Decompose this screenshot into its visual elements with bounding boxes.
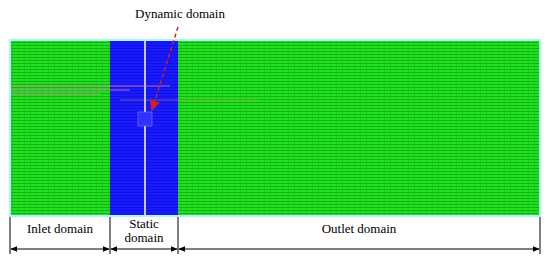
domain-label: Static domain xyxy=(112,217,176,245)
pointer-arrow xyxy=(152,27,178,110)
domain-border xyxy=(9,39,541,217)
dynamic-mesh xyxy=(138,112,152,126)
inlet-mesh xyxy=(11,41,110,215)
interface-line xyxy=(144,41,146,215)
refined-lines xyxy=(11,86,260,100)
domain-label: Outlet domain xyxy=(182,222,536,236)
dimension-arrows xyxy=(11,249,539,250)
static-mesh xyxy=(110,41,178,215)
pointer-label: Dynamic domain xyxy=(110,7,250,21)
outlet-mesh xyxy=(178,41,539,215)
dimension-ticks xyxy=(10,217,540,254)
domain-label: Inlet domain xyxy=(12,222,108,236)
